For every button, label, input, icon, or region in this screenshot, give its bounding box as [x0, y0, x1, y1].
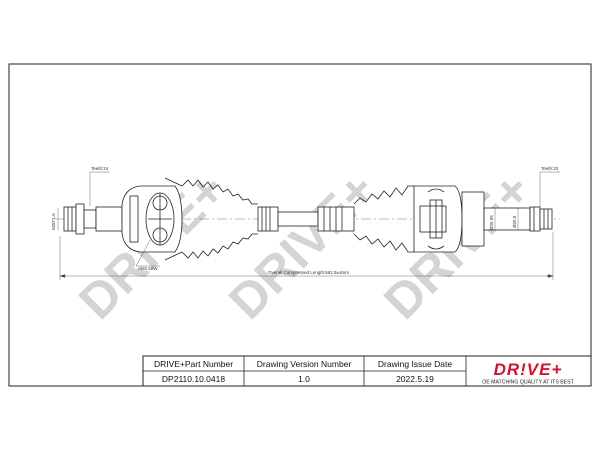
right-stub: [483, 206, 553, 232]
value-part-number: DP2110.10.0418: [162, 374, 225, 384]
value-issue-date: 2022.5.19: [396, 374, 434, 384]
left-stub: [63, 203, 123, 235]
outer-cv-joint: [121, 185, 183, 253]
left-boot: [164, 177, 258, 261]
right-boot: [353, 185, 414, 253]
value-version-number: 1.0: [298, 374, 310, 384]
dimensions: [57, 171, 560, 280]
header-issue-date: Drawing Issue Date: [378, 359, 452, 369]
teeth-right-label: Teeth:22: [541, 166, 559, 171]
overall-length-label: Overall Compressed Length:561.5±4mm: [268, 270, 349, 275]
right-dia-1-label: Ø25.95: [489, 215, 494, 230]
teeth-left-label: Teeth:24: [91, 166, 109, 171]
brand-logo: DR!VE+: [494, 360, 563, 379]
title-block: DRIVE+Part Number Drawing Version Number…: [142, 355, 592, 387]
header-version-number: Drawing Version Number: [257, 359, 352, 369]
inner-cv-joint: [413, 185, 485, 253]
left-thread-label: M20*1.5: [51, 213, 56, 230]
right-dia-2-label: Ø25.9: [512, 215, 517, 228]
drive-shaft: [55, 177, 560, 261]
main-shaft: [257, 206, 355, 232]
watermark-center: DRIVE+: [218, 161, 386, 329]
header-part-number: DRIVE+Part Number: [154, 359, 233, 369]
abs-label: ABS:48W: [138, 266, 158, 271]
brand-tagline: OE MATCHING QUALITY AT ITS BEST: [482, 380, 574, 386]
